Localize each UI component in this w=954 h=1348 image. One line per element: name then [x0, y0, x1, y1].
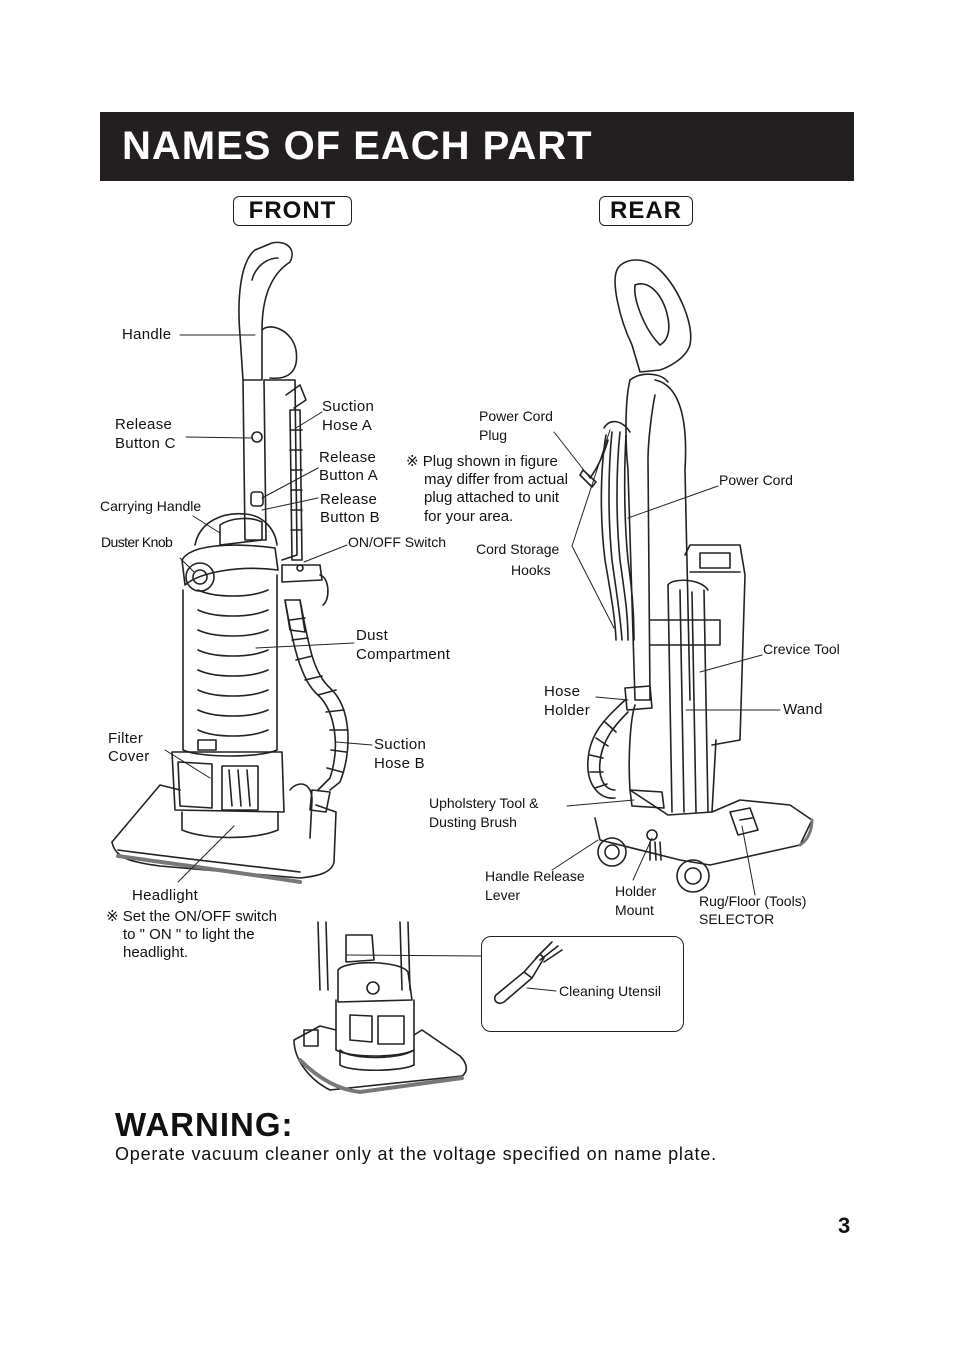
label-power-cord-plug-line1: Power Cord	[479, 408, 553, 424]
label-handle: Handle	[122, 326, 172, 343]
cleaning-utensil-inset	[481, 936, 684, 1032]
label-carrying-handle: Carrying Handle	[100, 498, 202, 514]
label-filter-cover-line1: Filter	[108, 730, 144, 747]
label-filter-cover-line2: Cover	[108, 748, 150, 765]
front-vacuum-drawing	[111, 241, 349, 884]
label-suction-hose-a-line1: Suction	[322, 398, 375, 415]
label-holder-mount-line2: Mount	[615, 902, 654, 918]
label-release-button-a-line1: Release	[319, 449, 377, 466]
leader-lines	[164, 334, 781, 992]
label-duster-knob: Duster Knob	[101, 534, 173, 550]
label-cord-storage-hooks-line1: Cord Storage	[476, 541, 560, 557]
label-crevice-tool: Crevice Tool	[763, 641, 840, 657]
label-release-button-b-line2: Button B	[320, 509, 380, 526]
label-cord-storage-hooks-line2: Hooks	[511, 562, 551, 578]
label-rug-floor-selector-line1: Rug/Floor (Tools)	[699, 893, 807, 909]
cleaning-utensil-drawing	[493, 941, 563, 1005]
plug-note-line1: ※ Plug shown in figure	[406, 453, 558, 470]
label-upholstery-tool-line1: Upholstery Tool &	[429, 795, 539, 811]
label-suction-hose-b-line1: Suction	[374, 736, 427, 753]
label-holder-mount-line1: Holder	[615, 883, 657, 899]
warning-text: Operate vacuum cleaner only at the volta…	[115, 1144, 717, 1164]
label-cleaning-utensil: Cleaning Utensil	[559, 983, 661, 999]
label-rug-floor-selector-line2: SELECTOR	[699, 911, 775, 927]
label-onoff-switch: ON/OFF Switch	[348, 534, 447, 550]
label-handle-release-lever-line1: Handle Release	[485, 868, 585, 884]
label-hose-holder-line1: Hose	[544, 683, 581, 700]
inset-vacuum-drawing	[293, 921, 468, 1094]
label-wand: Wand	[783, 701, 823, 718]
plug-note-line4: for your area.	[424, 508, 514, 525]
label-hose-holder-line2: Holder	[544, 702, 590, 719]
headlight-note-line1: ※ Set the ON/OFF switch	[106, 908, 277, 925]
label-upholstery-tool-line2: Dusting Brush	[429, 814, 517, 830]
label-release-button-c-line1: Release	[115, 416, 173, 433]
label-power-cord: Power Cord	[719, 472, 793, 488]
label-release-button-b-line1: Release	[320, 491, 378, 508]
rear-vacuum-drawing	[579, 259, 814, 893]
page-number: 3	[838, 1213, 851, 1238]
plug-note-line3: plug attached to unit	[424, 489, 560, 506]
warning-title: WARNING:	[115, 1106, 294, 1143]
label-handle-release-lever-line2: Lever	[485, 887, 521, 903]
label-dust-compartment-line2: Compartment	[356, 646, 451, 663]
plug-note-line2: may differ from actual	[424, 471, 568, 488]
label-suction-hose-a-line2: Hose A	[322, 417, 373, 434]
page-title: NAMES OF EACH PART	[122, 124, 593, 168]
headlight-note-line3: headlight.	[123, 944, 189, 961]
headlight-note-line2: to " ON " to light the	[123, 926, 255, 943]
label-headlight: Headlight	[132, 887, 199, 904]
section-title-bar: NAMES OF EACH PART	[100, 112, 854, 181]
rear-view-tag: REAR	[599, 196, 693, 226]
front-view-tag: FRONT	[233, 196, 352, 226]
label-dust-compartment-line1: Dust	[356, 627, 389, 644]
label-release-button-a-line2: Button A	[319, 467, 379, 484]
label-suction-hose-b-line2: Hose B	[374, 755, 425, 772]
label-power-cord-plug-line2: Plug	[479, 427, 508, 443]
label-release-button-c-line2: Button C	[115, 435, 176, 452]
